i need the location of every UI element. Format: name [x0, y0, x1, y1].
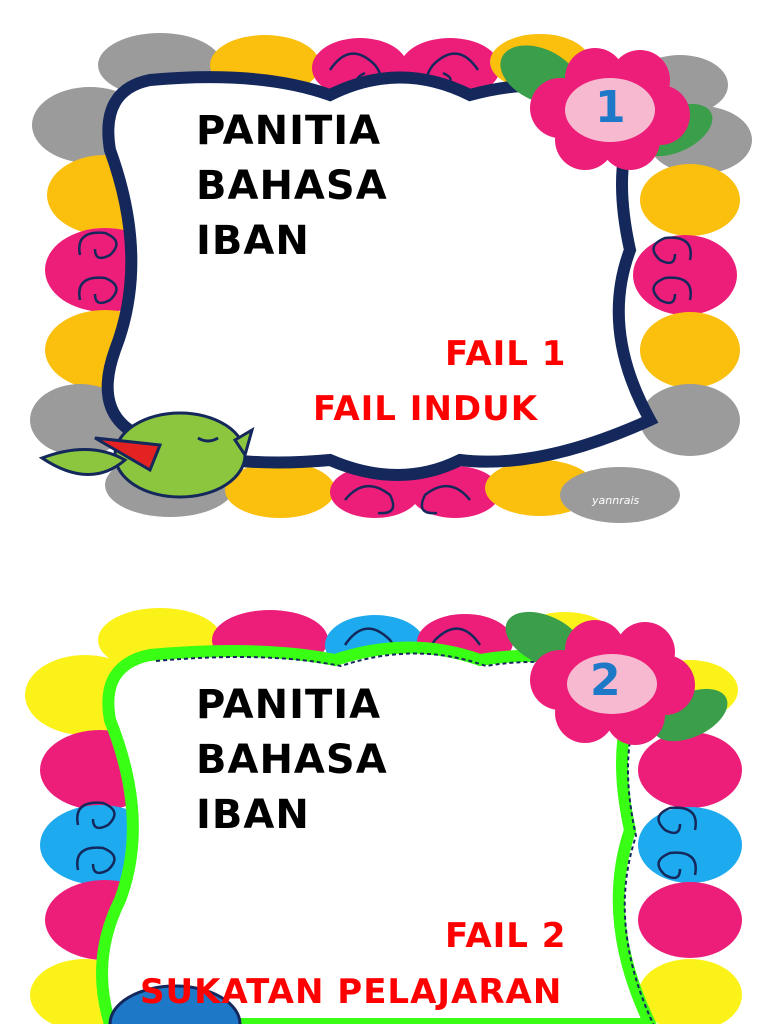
- title-line-3: IBAN: [196, 792, 310, 838]
- artist-signature: yannrais: [592, 494, 640, 507]
- file-name-2: SUKATAN PELAJARAN: [140, 972, 563, 1012]
- frame-border: [101, 71, 659, 481]
- file-label-2: FAIL 2: [445, 916, 567, 956]
- title-line-1: PANITIA: [196, 108, 382, 154]
- decorative-frame-2: [25, 608, 742, 1024]
- bird-illustration: [38, 411, 255, 499]
- title-line-2: BAHASA: [196, 163, 388, 209]
- flower-badge-2: [505, 611, 728, 745]
- title-line-1: PANITIA: [196, 682, 382, 728]
- frame-border: [96, 641, 657, 1024]
- file-name-1: FAIL INDUK: [313, 389, 539, 429]
- file-label-card-2: 2 PANITIA BAHASA IBAN FAIL 2 SUKATAN PEL…: [0, 600, 768, 1024]
- decorative-frame-1: [30, 33, 752, 523]
- badge-number-2: 2: [590, 655, 621, 706]
- bird-illustration: [108, 984, 242, 1024]
- card-title-2: PANITIA BAHASA IBAN: [196, 678, 388, 843]
- badge-number-1: 1: [595, 82, 626, 133]
- title-line-3: IBAN: [196, 218, 310, 264]
- file-label-card-1: 1 PANITIA BAHASA IBAN FAIL 1 FAIL INDUK …: [30, 33, 752, 523]
- swirl-decorations: [76, 627, 697, 880]
- file-label-1: FAIL 1: [445, 334, 567, 374]
- flower-badge-1: [500, 45, 713, 170]
- card-title-1: PANITIA BAHASA IBAN: [196, 104, 388, 269]
- title-line-2: BAHASA: [196, 737, 388, 783]
